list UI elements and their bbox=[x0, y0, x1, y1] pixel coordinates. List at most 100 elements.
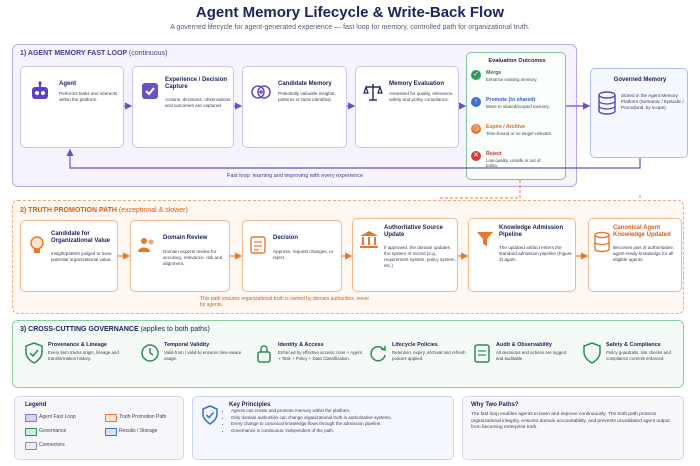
memory-evaluation-card: Memory Evaluation Assessed for quality, … bbox=[355, 66, 459, 148]
lock-icon bbox=[254, 342, 274, 364]
legend-item: Truth Promotion Path bbox=[119, 414, 167, 420]
shield-icon bbox=[582, 342, 602, 364]
candidate-memory-card: Candidate Memory Potentially valuable in… bbox=[242, 66, 347, 148]
governance-section bbox=[12, 320, 684, 388]
key-principles-box: Key Principles Agents can create and pro… bbox=[192, 396, 454, 460]
governance-safety-title: Safety & Compliance bbox=[606, 342, 661, 348]
outcome-merge-desc: Enhance existing memory. bbox=[486, 77, 538, 82]
capture-title: Experience / Decision Capture bbox=[165, 77, 228, 90]
source-update-desc: If approved, the domain updates the syst… bbox=[384, 245, 456, 268]
legend-swatch-truth-path bbox=[105, 414, 117, 422]
legend-swatch-governance bbox=[25, 428, 37, 436]
governed-memory-card: Governed Memory Stored in the Agent Memo… bbox=[590, 68, 688, 158]
domain-review-title: Domain Review bbox=[163, 235, 208, 241]
legend-title: Legend bbox=[25, 402, 47, 408]
page-title: Agent Memory Lifecycle & Write-Back Flow bbox=[195, 4, 505, 21]
memory-evaluation-desc: Assessed for quality, relevance, safety … bbox=[389, 91, 454, 102]
capture-icon bbox=[140, 81, 160, 101]
governance-identity-desc: Enforced by effective access: User + Age… bbox=[278, 350, 362, 361]
decision-title: Decision bbox=[273, 235, 299, 241]
governance-title: 3) CROSS-CUTTING GOVERNANCE bbox=[20, 326, 139, 333]
governance-audit-desc: All decisions and actions are logged and… bbox=[496, 350, 567, 361]
governance-lifecycle: Lifecycle Policies Retention, expiry, ar… bbox=[368, 340, 468, 384]
outcome-promote-title: Promote (to shared) bbox=[486, 97, 536, 103]
governed-memory-title: Governed Memory bbox=[613, 77, 667, 83]
legend-swatch-storage bbox=[105, 428, 117, 436]
governed-memory-desc: Stored in the Agent Memory Platform (Sem… bbox=[621, 93, 684, 110]
checklist-icon bbox=[249, 235, 267, 255]
check-icon: ✓ bbox=[471, 70, 481, 80]
canonical-knowledge-desc: Becomes part of authoritative, agent-rea… bbox=[613, 245, 675, 262]
governance-temporal-desc: Valid-from / valid-to ensures time-aware… bbox=[164, 350, 242, 361]
legend-swatch-connectors bbox=[25, 442, 37, 450]
shield-check-icon bbox=[24, 342, 44, 364]
org-candidate-desc: Insight/pattern judged to have potential… bbox=[51, 251, 112, 262]
legend-item: Connectors bbox=[39, 442, 65, 448]
governance-safety-desc: Policy guardrails, risk checks and compl… bbox=[606, 350, 671, 361]
evaluation-outcomes-card: Evaluation Outcomes ✓ Merge Enhance exis… bbox=[466, 52, 566, 180]
governance-title-note: (applies to both paths) bbox=[140, 326, 210, 333]
governance-provenance: Provenance & Lineage Every item tracks o… bbox=[24, 340, 134, 384]
funnel-icon bbox=[475, 229, 495, 249]
governance-audit: Audit & Observability All decisions and … bbox=[472, 340, 576, 384]
robot-icon bbox=[29, 81, 51, 103]
agent-title: Agent bbox=[59, 81, 76, 87]
truth-path-title-note: (exceptional & slower) bbox=[118, 207, 188, 214]
scale-icon bbox=[362, 81, 384, 103]
decision-desc: Approve, request changes, or reject. bbox=[273, 249, 334, 260]
list-item: Governance is continuous, independent of… bbox=[231, 428, 449, 435]
clock-icon bbox=[140, 342, 160, 364]
outcome-merge-title: Merge bbox=[486, 70, 502, 76]
why-two-paths-box: Why Two Paths? The fast loop enables age… bbox=[462, 396, 684, 460]
canonical-knowledge-card: Canonical Agent Knowledge Updated Become… bbox=[588, 218, 682, 292]
governance-section-title: 3) CROSS-CUTTING GOVERNANCE (applies to … bbox=[20, 326, 210, 333]
outcome-reject-title: Reject bbox=[486, 151, 502, 157]
governance-provenance-desc: Every item tracks origin, lineage and tr… bbox=[48, 350, 119, 361]
org-candidate-title: Candidate for Organizational Value bbox=[51, 231, 111, 244]
governance-provenance-title: Provenance & Lineage bbox=[48, 342, 107, 348]
people-icon bbox=[137, 235, 157, 255]
capture-card: Experience / Decision Capture Actions, d… bbox=[132, 66, 234, 148]
agent-card: Agent Performs tasks and interacts withi… bbox=[20, 66, 124, 148]
governance-lifecycle-title: Lifecycle Policies bbox=[392, 342, 438, 348]
database-icon bbox=[593, 231, 611, 253]
truth-path-section-title: 2) TRUTH PROMOTION PATH (exceptional & s… bbox=[20, 207, 188, 214]
fast-loop-section-title: 1) AGENT MEMORY FAST LOOP (continuous) bbox=[20, 50, 167, 57]
legend-swatch-fast-loop bbox=[25, 414, 37, 422]
outcome-reject-desc: Low quality, unsafe or out of policy. bbox=[486, 158, 541, 169]
list-item: Only domain authorities can change organ… bbox=[231, 415, 449, 422]
canonical-knowledge-title: Canonical Agent Knowledge Updated bbox=[613, 225, 671, 238]
fast-loop-title: 1) AGENT MEMORY FAST LOOP bbox=[20, 50, 127, 57]
legend-item: Agent Fast Loop bbox=[39, 414, 76, 420]
institution-icon bbox=[358, 229, 380, 249]
bulb-icon bbox=[27, 235, 47, 257]
brain-icon bbox=[250, 81, 272, 103]
memory-evaluation-title: Memory Evaluation bbox=[389, 81, 445, 87]
governance-identity-title: Identity & Access bbox=[278, 342, 324, 348]
key-principles-list: Agents can create and promote memory wit… bbox=[221, 408, 449, 434]
why-two-paths-title: Why Two Paths? bbox=[471, 402, 519, 408]
source-update-card: Authoritative Source Update If approved,… bbox=[352, 218, 458, 292]
decision-card: Decision Approve, request changes, or re… bbox=[242, 220, 342, 292]
governance-temporal-title: Temporal Validity bbox=[164, 342, 210, 348]
outcome-promote-desc: Move to shared/scoped memory. bbox=[486, 104, 550, 109]
fast-loop-title-note: (continuous) bbox=[128, 50, 168, 57]
agent-desc: Performs tasks and interacts within the … bbox=[59, 91, 118, 102]
source-update-title: Authoritative Source Update bbox=[384, 225, 444, 238]
admission-pipeline-title: Knowledge Admission Pipeline bbox=[499, 225, 564, 238]
x-icon: ✕ bbox=[471, 151, 481, 161]
governance-audit-title: Audit & Observability bbox=[496, 342, 552, 348]
governance-identity: Identity & Access Enforced by effective … bbox=[254, 340, 364, 384]
clock-icon: ◷ bbox=[471, 124, 481, 134]
database-icon bbox=[597, 91, 617, 115]
candidate-memory-title: Candidate Memory bbox=[278, 81, 332, 87]
why-two-paths-text: The fast loop enables agents to learn an… bbox=[471, 412, 670, 431]
clipboard-icon bbox=[472, 342, 492, 364]
fast-loop-label: Fast loop: learning and improving with e… bbox=[226, 173, 364, 179]
list-item: Agents can create and promote memory wit… bbox=[231, 408, 449, 415]
outcome-expire-title: Expire / Archive bbox=[486, 124, 526, 130]
legend-item: Results / Storage bbox=[119, 428, 158, 434]
key-principles-title: Key Principles bbox=[229, 402, 271, 408]
truth-path-note: This path ensures organizational truth i… bbox=[200, 296, 369, 309]
